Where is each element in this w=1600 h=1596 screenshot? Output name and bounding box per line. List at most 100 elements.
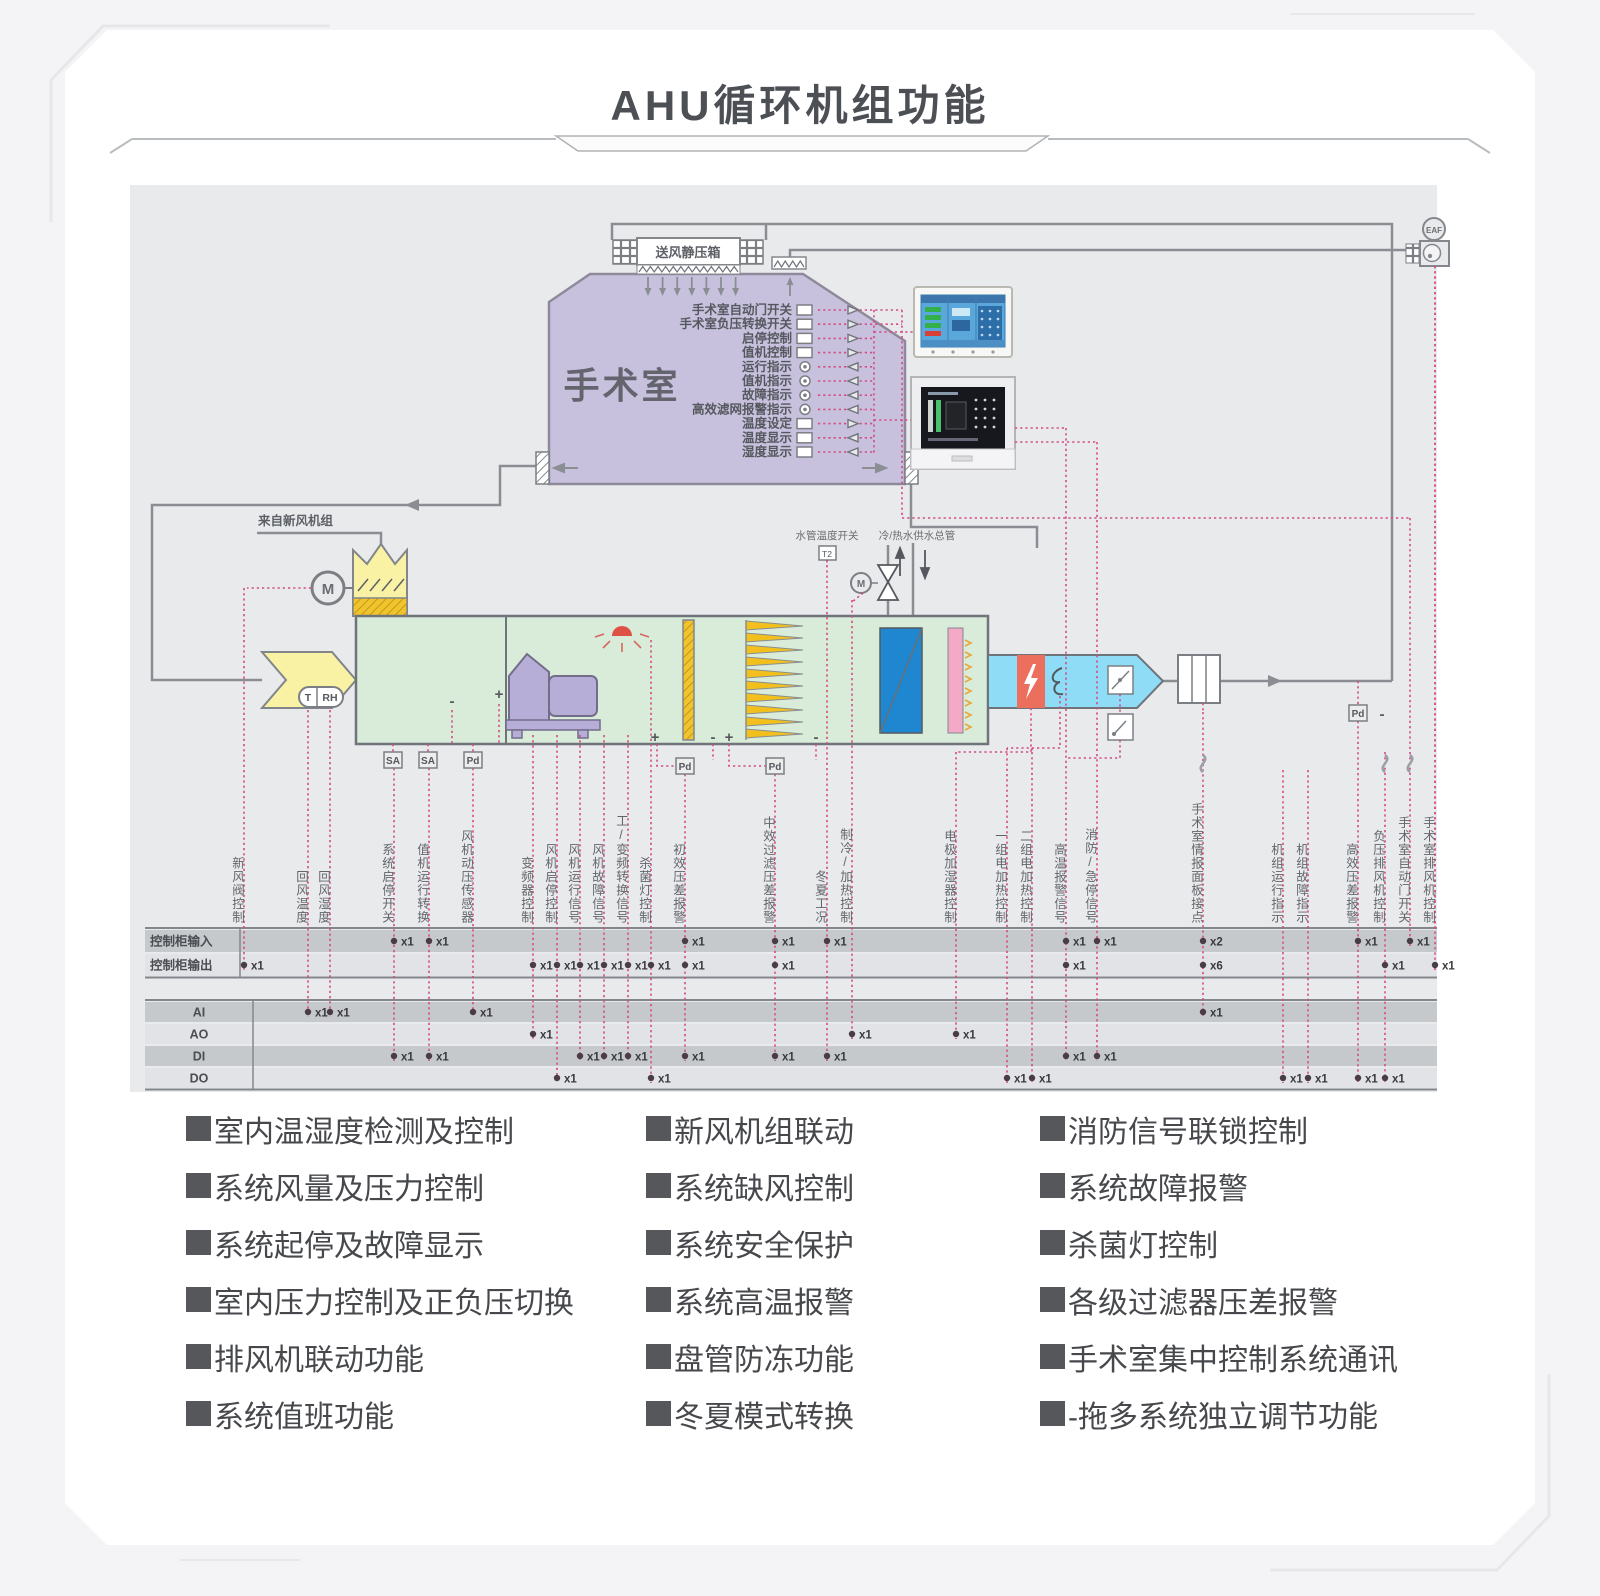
io-mark-count: x1 xyxy=(611,1052,624,1064)
signal-lamp-dot xyxy=(803,393,807,398)
io-mark-count: x1 xyxy=(782,937,795,949)
io-column-label: 一组电加热控制 xyxy=(993,830,1007,925)
io-mark-count: x1 xyxy=(782,1052,795,1064)
io-mark-count: x1 xyxy=(692,937,705,949)
exhaust-fan: EAF xyxy=(1405,217,1450,267)
io-column-label: 二组电加热控制 xyxy=(1018,830,1032,925)
io-mark-dot xyxy=(681,961,689,969)
pd-sensor xyxy=(765,757,785,775)
signal-wire xyxy=(728,744,766,767)
io-mark-count: x1 xyxy=(401,1052,414,1064)
room-grille-left xyxy=(535,451,550,485)
damper-icon xyxy=(1107,665,1134,695)
uv-lamp xyxy=(594,626,650,652)
feature-bullet-square xyxy=(646,1344,671,1369)
panel-dot xyxy=(974,425,978,429)
feature-label: 系统故障报警 xyxy=(1068,1172,1248,1206)
io-mark-dot xyxy=(425,1052,433,1060)
io-mark-dot xyxy=(553,1074,561,1082)
io-row-label-ai: AI xyxy=(193,1006,206,1020)
feature-item: 消防信号联锁控制 xyxy=(1040,1100,1398,1157)
io-mark-dot xyxy=(1381,1074,1389,1082)
signal-box-icon xyxy=(796,332,813,345)
heater-tick xyxy=(964,711,973,719)
io-mark-count: x1 xyxy=(1039,1074,1052,1086)
heater-tick xyxy=(964,699,973,707)
pd-sensor-label: Pd xyxy=(467,756,480,767)
signal-box-icon xyxy=(796,432,813,444)
io-mark-dot xyxy=(1093,1052,1101,1060)
io-mark-count: x1 xyxy=(1073,961,1086,973)
return-arrow-left xyxy=(405,499,419,511)
io-mark-dot xyxy=(1354,1074,1362,1082)
signal-lamp-dot xyxy=(803,379,807,383)
io-column-label: 值机运行转换 xyxy=(415,842,429,924)
signal-box-icon xyxy=(796,318,813,330)
io-mark-dot xyxy=(1062,1052,1070,1060)
feature-label: 盘管防冻功能 xyxy=(674,1343,854,1377)
sa-sensor xyxy=(383,751,403,769)
io-mark-dot xyxy=(326,1008,334,1016)
pd-sensor xyxy=(463,751,483,769)
io-mark-count: x1 xyxy=(611,961,624,973)
io-column-label: 回风温度 xyxy=(294,870,308,924)
io-column-label: 负压排风机控制 xyxy=(1371,830,1385,925)
arrow-right-icon xyxy=(847,333,860,344)
io-mark-count: x1 xyxy=(1442,961,1455,973)
arrow-right-icon xyxy=(847,304,860,316)
io-mark-dot xyxy=(600,961,608,969)
feature-label: 排风机联动功能 xyxy=(214,1343,424,1377)
io-mark-count: x1 xyxy=(564,961,577,973)
motor-valve: M xyxy=(850,564,900,601)
cooling-coil xyxy=(879,627,923,734)
feature-label: 冬夏模式转换 xyxy=(674,1400,854,1434)
io-mark-count: x1 xyxy=(436,1052,449,1064)
feature-bullet-square xyxy=(1040,1344,1065,1369)
ducts xyxy=(150,222,1406,687)
arrow-right-icon xyxy=(847,418,860,429)
signal-wire xyxy=(851,592,864,603)
feature-item: 系统故障报警 xyxy=(1040,1157,1398,1214)
io-row-label-in: 控制柜输入 xyxy=(150,934,213,949)
airflow-down-head xyxy=(644,288,652,296)
io-mark-count: x1 xyxy=(859,1030,872,1042)
io-mark-dot xyxy=(1304,1074,1312,1082)
io-row-label-di: DI xyxy=(193,1050,206,1064)
io-mark-dot xyxy=(681,1052,689,1060)
plus-mark: + xyxy=(725,729,734,746)
feature-column-2: 新风机组联动系统缺风控制系统安全保护系统高温报警盘管防冻功能冬夏模式转换 xyxy=(646,1100,854,1442)
feature-label: 系统起停及故障显示 xyxy=(214,1229,484,1263)
arrow-right-icon xyxy=(847,347,860,358)
supply-fan xyxy=(505,652,601,739)
feature-label: 系统风量及压力控制 xyxy=(214,1172,484,1206)
io-mark-dot xyxy=(952,1030,960,1038)
minus-mark: - xyxy=(814,729,819,746)
io-column-label: 风机动压传感器 xyxy=(459,830,473,925)
feature-bullet-square xyxy=(646,1401,671,1426)
io-mark-dot xyxy=(1062,937,1070,945)
io-mark-count: x1 xyxy=(1210,1008,1223,1020)
io-mark-dot xyxy=(823,937,831,945)
feature-bullet-square xyxy=(186,1116,211,1141)
keypad-dot xyxy=(996,317,1000,321)
io-column-label: 风机运行信号 xyxy=(566,843,580,924)
io-mark-dot xyxy=(529,961,537,969)
plenum-label: 送风静压箱 xyxy=(654,245,720,260)
feature-bullet-square xyxy=(1040,1116,1065,1141)
keypad-dot xyxy=(988,333,992,337)
feature-item: 系统缺风控制 xyxy=(646,1157,854,1214)
feature-bullet-square xyxy=(1040,1287,1065,1312)
feature-item: 系统安全保护 xyxy=(646,1214,854,1271)
sa-sensor-label: SA xyxy=(386,756,400,767)
feature-bullet-square xyxy=(186,1173,211,1198)
page-title: AHU循环机组功能 xyxy=(610,82,990,129)
io-mark-count: x1 xyxy=(635,1052,648,1064)
io-mark-count: x1 xyxy=(1290,1074,1303,1086)
keypad-dot xyxy=(980,325,984,329)
io-mark-count: x1 xyxy=(436,937,449,949)
io-mark-dot xyxy=(469,1008,477,1016)
humidity-sensor-label: RH xyxy=(322,692,337,704)
